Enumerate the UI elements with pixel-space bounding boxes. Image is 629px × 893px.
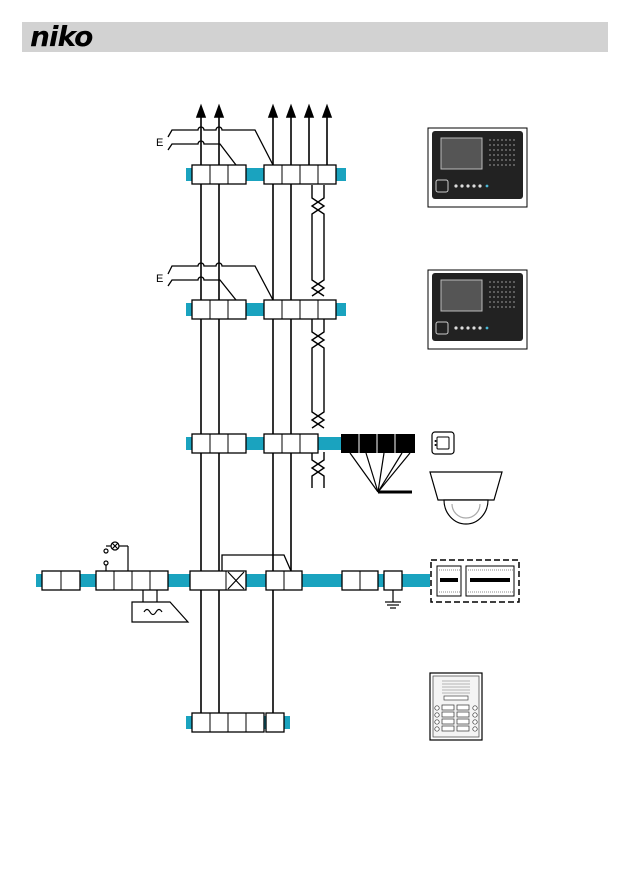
bus-row-1 — [186, 165, 346, 184]
earth-label: E — [156, 137, 163, 149]
earth-label: E — [156, 273, 163, 285]
door-panel-icon — [430, 673, 482, 740]
camera-icon — [432, 432, 454, 454]
bottom-bus-row — [186, 713, 290, 732]
lamp-circuit — [104, 542, 128, 571]
riser-arrows — [197, 106, 331, 170]
monitor-icon — [428, 128, 527, 207]
main-bus-row — [36, 571, 430, 590]
monitor-icon — [428, 270, 527, 349]
camera-fan-wires — [350, 453, 412, 492]
ground-icon — [385, 590, 401, 608]
bridge-wire — [222, 555, 291, 571]
earth-wiring — [168, 127, 273, 300]
bus-row-2 — [186, 300, 346, 319]
bus-row-3 — [186, 434, 415, 453]
transformer-icon — [132, 590, 188, 622]
power-supply-icon — [431, 560, 519, 602]
dome-camera-icon — [430, 472, 502, 524]
